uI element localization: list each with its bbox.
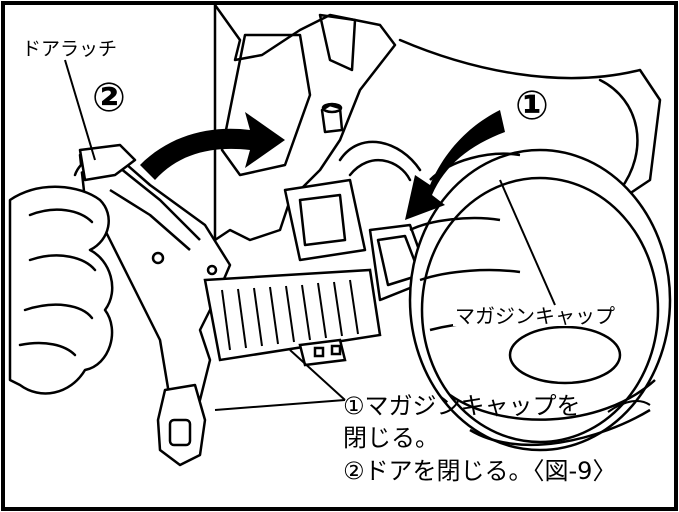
step-2-marker: ② [92, 75, 126, 121]
caption-line-2: 閉じる。 [343, 424, 439, 453]
step-1-marker: ① [515, 83, 549, 129]
tool-body [213, 3, 662, 302]
caption-line-3: ②ドアを閉じる。〈図-9〉 [343, 456, 617, 485]
door-latch-drawing [78, 148, 232, 467]
nail-guide-plate [203, 268, 382, 367]
door-latch-label: ドアラッチ [22, 38, 118, 60]
arrow-step-2 [140, 112, 285, 180]
magazine-cap-drawing [408, 148, 672, 452]
caption-line-1: ①マガジンキャップを [343, 392, 581, 420]
arrow-step-1 [405, 110, 505, 220]
leader-lines [64, 59, 651, 413]
hand-drawing [8, 143, 137, 395]
instruction-caption: ①マガジンキャップを 閉じる。 ②ドアを閉じる。〈図-9〉 [343, 390, 673, 487]
magazine-cap-label: マガジンキャップ [453, 304, 617, 328]
